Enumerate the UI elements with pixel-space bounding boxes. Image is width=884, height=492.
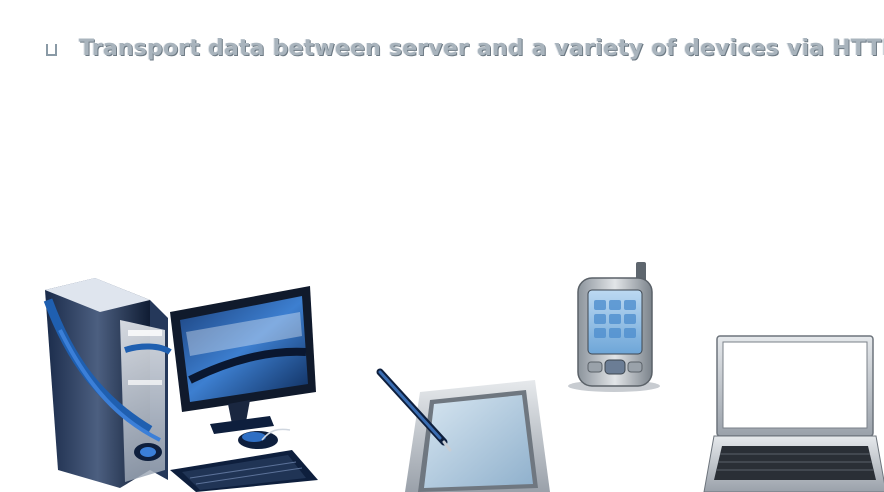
graphics-tablet-icon (405, 380, 550, 492)
mouse-icon (238, 428, 291, 449)
bullet-item: Transport data between server and a vari… (46, 36, 884, 61)
bullet-text: Transport data between server and a vari… (79, 36, 884, 61)
desktop-tower-icon (43, 278, 172, 488)
monitor-icon (170, 286, 316, 434)
pda-phone-icon (568, 262, 660, 392)
laptop-icon (703, 335, 884, 492)
stylus-pen-icon (376, 368, 452, 452)
keyboard-icon (170, 450, 318, 492)
bullet-marker-icon (46, 43, 57, 56)
